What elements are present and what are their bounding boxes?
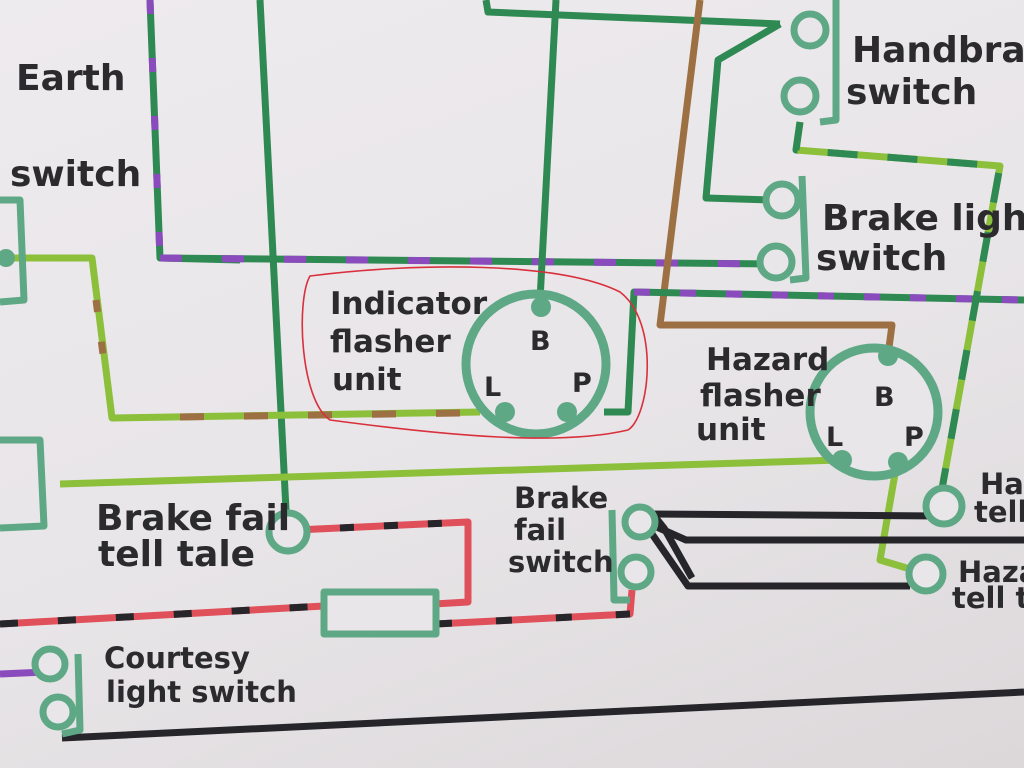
hazard-tell-tale-lamp-a (922, 484, 966, 528)
earth-label: Earth (16, 58, 125, 99)
wire-indicator-p-out (604, 288, 1024, 416)
brake-fail-tell-tale-lamp (265, 509, 311, 555)
wire-hazard-tell-tale-a (649, 510, 941, 520)
brake-light-switch-label-1: Brake light (822, 198, 1024, 239)
hazard-pin-l: L (826, 422, 843, 453)
handbrake-switch-label-2: switch (846, 72, 977, 113)
courtesy-light-switch-label-1: Courtesy (104, 641, 250, 675)
resistor-block (320, 588, 440, 638)
wire-handbrake-brakelight (702, 20, 782, 204)
indicator-pin-p: P (572, 368, 592, 399)
wire-left-boxes (0, 196, 48, 532)
hazard-pin-b: B (874, 382, 895, 413)
red-annotation-outline (301, 266, 649, 439)
hazard-flasher-label-3: unit (696, 412, 766, 448)
hazard-tell-tale-a-label-1: Ha (980, 467, 1024, 501)
switch-label-left: switch (10, 154, 141, 195)
courtesy-light-switch-label-2: light switch (106, 675, 297, 709)
brake-light-switch-label-2: switch (816, 238, 947, 279)
wire-hazard-p-out (876, 467, 922, 576)
brake-fail-switch-label-1: Brake (514, 481, 608, 515)
hazard-flasher-label-1: Hazard (706, 342, 829, 378)
wire-light-green-right (792, 121, 1004, 501)
brake-fail-tell-tale-label-2: tell tale (98, 534, 255, 575)
brake-fail-switch-symbol (608, 503, 659, 604)
indicator-flasher-label-1: Indicator (330, 286, 488, 322)
wire-earth-bus (159, 254, 771, 268)
wire-indicator-b-feed (482, 0, 781, 301)
brake-fail-tell-tale-label-1: Brake fail (96, 498, 290, 539)
wire-left-purple-green (146, 0, 241, 264)
hazard-tell-tale-lamp-b (905, 553, 947, 595)
indicator-flasher-label-2: flasher (330, 324, 451, 360)
wire-hazard-l-feed (59, 456, 841, 488)
indicator-pin-l: L (484, 372, 501, 403)
indicator-flasher-unit-symbol (461, 289, 611, 439)
wire-brown (656, 0, 896, 356)
hazard-pin-p: P (904, 422, 924, 453)
wire-red-black-loop (0, 518, 636, 628)
hazard-flasher-label-2: flasher (700, 378, 821, 414)
indicator-pin-b: B (530, 326, 551, 357)
handbrake-switch-label-1: Handbrake (852, 30, 1024, 71)
hazard-tell-tale-b-label-1: Haza (958, 555, 1024, 589)
wire-left-light-green-loop (0, 254, 481, 422)
brake-fail-switch-label-3: switch (508, 545, 614, 579)
wire-vertical-green-a (256, 0, 290, 511)
hazard-tell-tale-a-label-2: tell (974, 495, 1024, 529)
indicator-flasher-label-3: unit (332, 362, 402, 398)
hazard-tell-tale-b-label-2: tell ta (952, 581, 1024, 615)
wire-black-triple (648, 515, 1024, 590)
earth-switch-terminal (0, 249, 15, 267)
hazard-flasher-unit-symbol (805, 343, 943, 481)
brake-light-switch-symbol (756, 175, 810, 284)
brake-fail-switch-label-2: fail (514, 513, 566, 547)
courtesy-light-switch-symbol (31, 645, 84, 738)
handbrake-switch-symbol (780, 0, 840, 126)
